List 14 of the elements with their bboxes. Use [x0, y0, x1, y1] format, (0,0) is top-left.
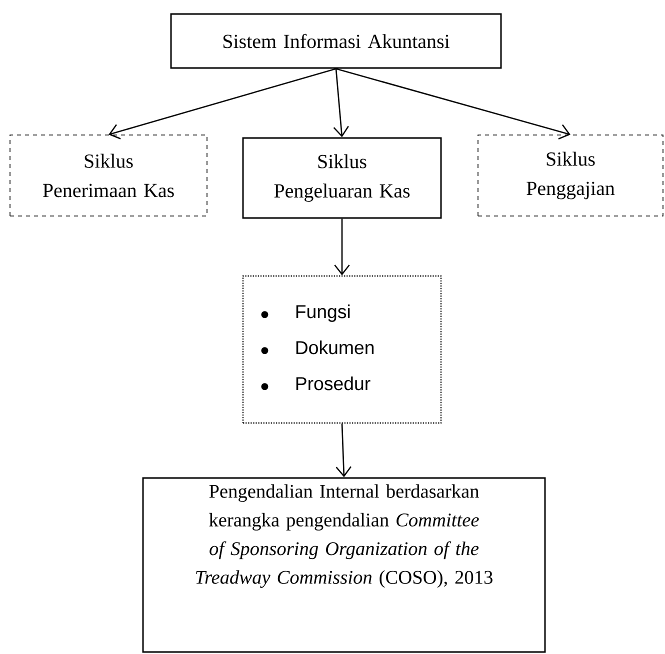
- arrow: [333, 68, 349, 138]
- list-box: [242, 275, 442, 424]
- list-item: Dokumen: [296, 340, 374, 354]
- list-item: Prosedur: [296, 376, 370, 390]
- arrow: [108, 68, 336, 140]
- process-box: Pengendalian Internal berdasarkan kerangka pengendalian Committee of Sponsoring Organization of the Treadway Commission (COSO), 2013: [142, 477, 546, 653]
- arrow: [336, 68, 570, 140]
- process-box: Siklus Pengeluaran Kas: [242, 137, 442, 219]
- process-box: Siklus Penerimaan Kas: [10, 134, 208, 216]
- list-item: Fungsi: [296, 304, 350, 322]
- process-box: Sistem Informasi Akuntansi: [170, 13, 502, 69]
- process-box: Siklus Penggajian: [478, 134, 664, 216]
- arrow: [336, 424, 352, 478]
- arrow: [334, 218, 350, 276]
